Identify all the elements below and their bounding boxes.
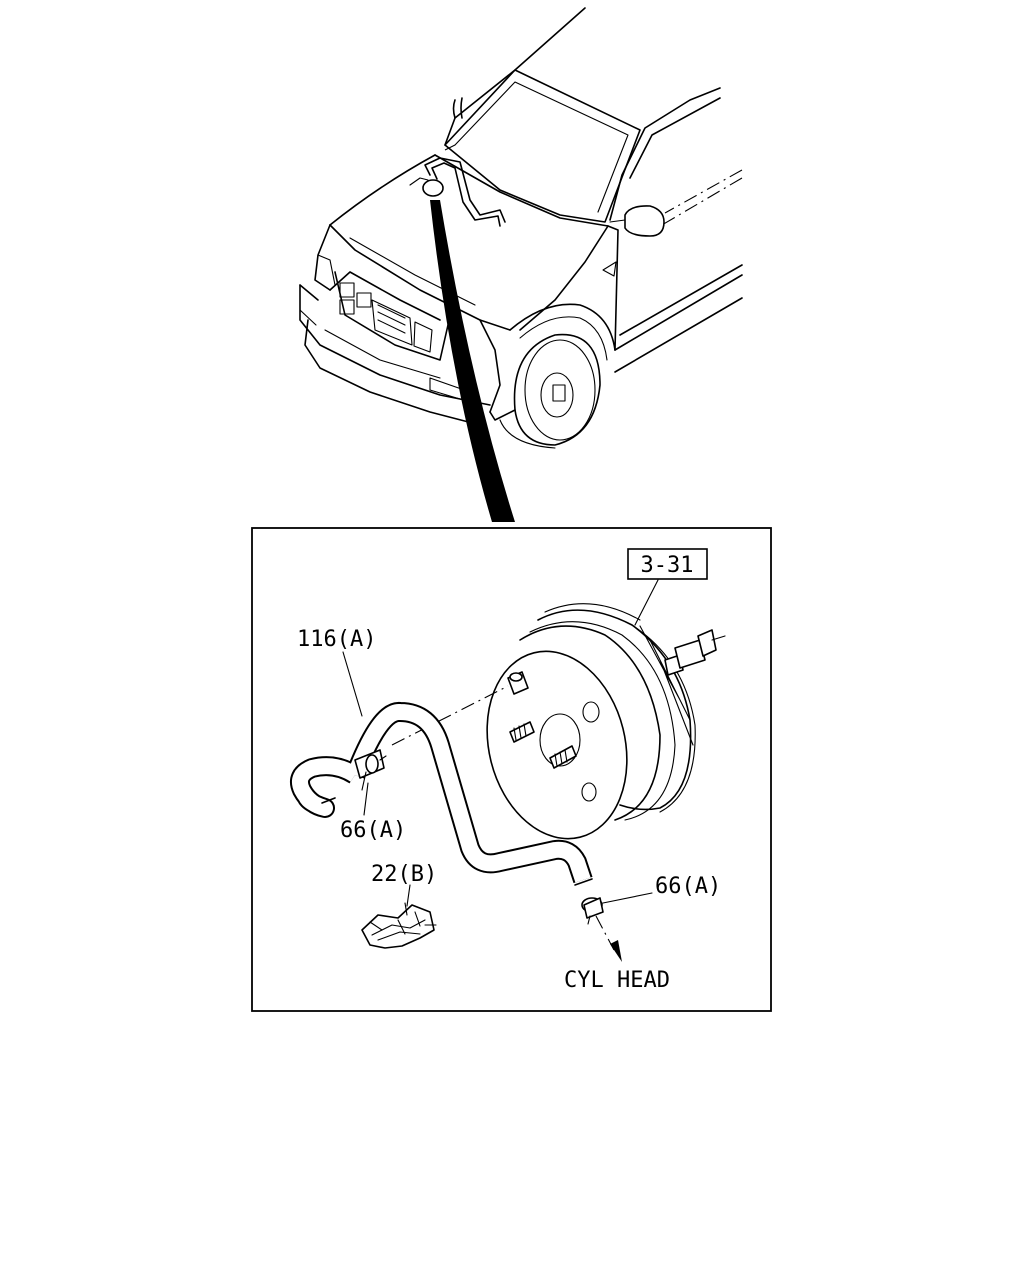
vehicle-overview: [299, 7, 743, 522]
hose-clip-lower: [581, 897, 604, 925]
ref-box-frame: [627, 548, 708, 580]
destination-label: CYL HEAD: [564, 968, 670, 993]
detail-frame: [251, 527, 772, 1012]
brake-booster: [486, 579, 726, 840]
ref-box-label[interactable]: 3-31: [641, 553, 694, 578]
vacuum-hose: [290, 702, 593, 886]
hose-clip-upper: [354, 749, 387, 791]
direction-arrow: [595, 915, 622, 962]
hose-label[interactable]: 116(A): [297, 627, 376, 652]
clip-lower-label[interactable]: 66(A): [655, 874, 721, 899]
bracket-label[interactable]: 22(B): [371, 862, 437, 887]
hose-bracket: [361, 902, 437, 949]
clip-upper-label[interactable]: 66(A): [340, 818, 406, 843]
